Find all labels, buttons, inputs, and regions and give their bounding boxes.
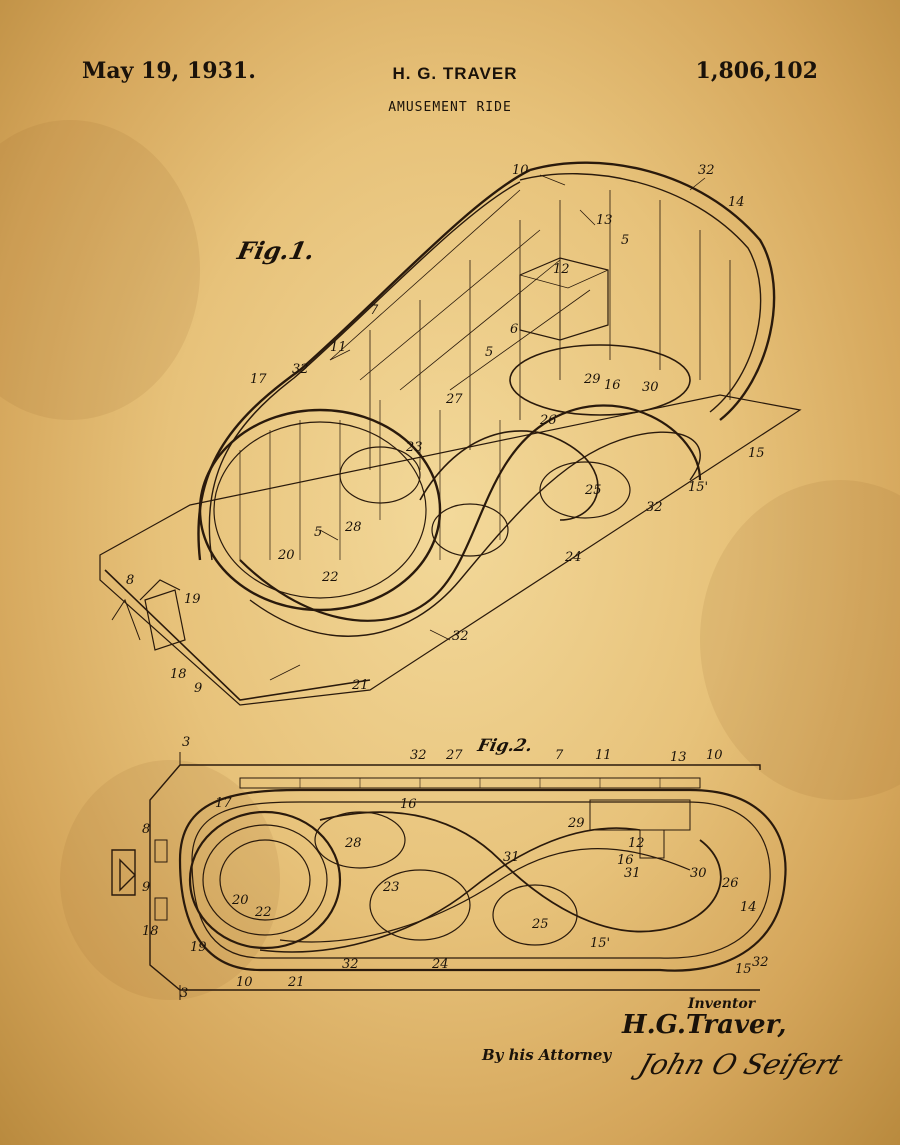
fig1-ref: 21 — [352, 678, 369, 693]
fig2-ref: 15' — [590, 936, 611, 951]
fig1-ref: 15 — [748, 446, 765, 461]
fig2-ref: 23 — [383, 880, 400, 895]
fig2-ref: 29 — [568, 816, 585, 831]
fig2-ref: 3 — [180, 986, 189, 1001]
fig1-ref: 32 — [646, 500, 663, 515]
patent-date: May 19, 1931. — [82, 58, 256, 84]
fig1-ref: 5 — [314, 525, 323, 540]
fig1-ref: 26 — [540, 413, 557, 428]
fig2-ref: 26 — [722, 876, 739, 891]
fig1-label: Fig.1. — [234, 236, 318, 265]
patent-title: AMUSEMENT RIDE — [388, 100, 512, 115]
inventor-label: Inventor — [688, 996, 756, 1012]
fig2-ref: 32 — [752, 955, 769, 970]
fig2-ref: 22 — [255, 905, 272, 920]
fig2-ref: 13 — [670, 750, 687, 765]
fig2-ref: 16 — [617, 853, 634, 868]
fig2-ref: 28 — [345, 836, 362, 851]
fig1-ref: 12 — [553, 262, 570, 277]
fig1-ref: 25 — [585, 483, 602, 498]
fig2-ref: 18 — [142, 924, 159, 939]
fig2-ref: 11 — [595, 748, 612, 763]
fig1-ref: 30 — [642, 380, 659, 395]
fig1-ref: 17 — [250, 372, 267, 387]
fig1-ref: 11 — [330, 340, 347, 355]
fig2-ref: 14 — [740, 900, 757, 915]
fig1-ref: 18 — [170, 667, 187, 682]
fig1-ref: 8 — [126, 573, 135, 588]
fig2-ref: 25 — [532, 917, 549, 932]
fig2-ref: 10 — [706, 748, 723, 763]
attorney-label: By his Attorney — [482, 1046, 612, 1064]
fig2-ref: 3 — [182, 735, 191, 750]
inventor-signature: H.G.Traver, — [622, 1010, 787, 1040]
fig1-ref: 20 — [278, 548, 295, 563]
fig2-ref: 32 — [342, 957, 359, 972]
fig2-ref: 9 — [142, 880, 151, 895]
fig1-ref: 5 — [621, 233, 630, 248]
fig2-ref: 12 — [628, 836, 645, 851]
fig2-ref: 32 — [410, 748, 427, 763]
attorney-signature: John O Seifert — [634, 1048, 847, 1081]
fig2-ref: 15 — [735, 962, 752, 977]
fig2-ref: 24 — [432, 957, 449, 972]
fig2-ref: 8 — [142, 822, 151, 837]
fig2-label: Fig.2. — [475, 736, 535, 756]
fig1-ref: 19 — [184, 592, 201, 607]
fig2-ref: 7 — [555, 748, 564, 763]
inventor-name: H. G. TRAVER — [392, 64, 518, 83]
fig1-ref: 15' — [688, 480, 709, 495]
fig1-ref: 9 — [194, 681, 203, 696]
fig2-ref: 31 — [503, 850, 520, 865]
fig2-ref: 17 — [215, 796, 232, 811]
fig1-ref: 28 — [345, 520, 362, 535]
fig2-ref: 19 — [190, 940, 207, 955]
fig1-ref: 6 — [510, 322, 519, 337]
fig1-ref: 23 — [406, 440, 423, 455]
fig2-ref: 16 — [400, 797, 417, 812]
fig1-ref: 14 — [728, 195, 745, 210]
fig1-ref: 5 — [485, 345, 494, 360]
fig2-ref: 30 — [690, 866, 707, 881]
patent-number: 1,806,102 — [695, 58, 818, 84]
fig1-ref: 27 — [446, 392, 463, 407]
fig1-ref: 7 — [370, 303, 379, 318]
fig1-ref: 16 — [604, 378, 621, 393]
fig1-ref: 32 — [452, 629, 469, 644]
fig1-ref: 29 — [584, 372, 601, 387]
fig2-ref: 20 — [232, 893, 249, 908]
fig1-ref: 24 — [565, 550, 582, 565]
fig1-ref: 32 — [292, 362, 309, 377]
fig1-ref: 13 — [596, 213, 613, 228]
fig2-ref: 27 — [446, 748, 463, 763]
fig2-ref: 10 — [236, 975, 253, 990]
fig1-ref: 32 — [698, 163, 715, 178]
fig2-ref: 31 — [624, 866, 641, 881]
fig2-ref: 21 — [288, 975, 305, 990]
fig1-ref: 10 — [512, 163, 529, 178]
fig1-ref: 22 — [322, 570, 339, 585]
